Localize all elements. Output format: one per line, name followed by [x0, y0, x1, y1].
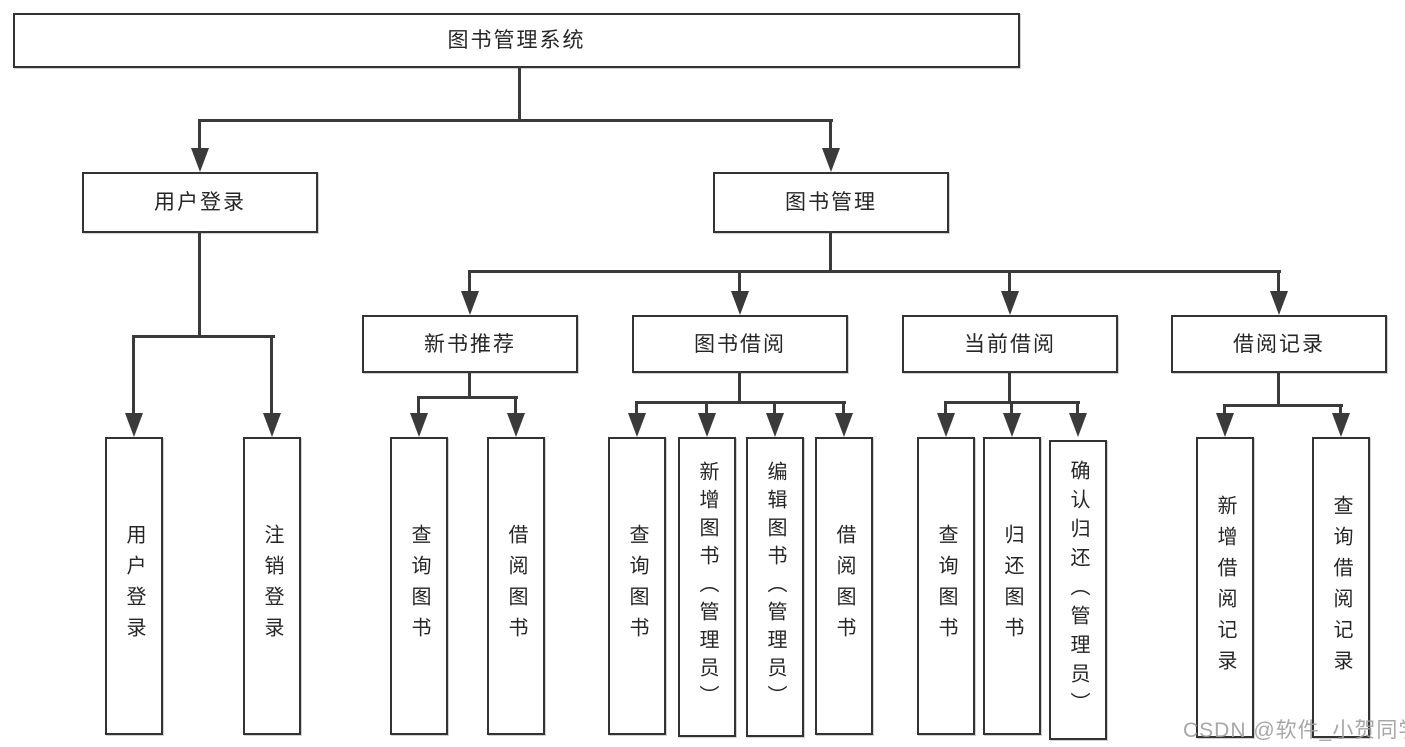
leaf-cb-confirm-return-admin-label: 确认归还（管理员）: [1067, 459, 1089, 721]
leaf-cb-confirm-return-admin: 确认归还（管理员）: [1049, 440, 1107, 740]
node-book-management-label: 图书管理: [785, 191, 877, 214]
connector-book-management-stem: [829, 231, 832, 273]
connector-current-borrow-stem: [1008, 371, 1011, 404]
arrowhead-br-add: [1216, 413, 1234, 437]
connector-drop-book-borrow: [738, 270, 741, 294]
leaf-br-add-record: 新增借阅记录: [1196, 437, 1254, 738]
arrowhead-borrow-records: [1270, 291, 1288, 315]
arrowhead-cb-query: [937, 413, 955, 437]
connector-drop-logout-leaf: [270, 335, 273, 416]
connector-book-borrow-stem: [738, 371, 741, 404]
connector-drop-br-query: [1339, 404, 1342, 416]
leaf-cb-query-books: 查询图书: [917, 437, 975, 735]
leaf-cb-return-books-label: 归还图书: [1001, 524, 1023, 648]
connector-new-book-bar: [417, 396, 518, 399]
node-current-borrow: 当前借阅: [902, 315, 1118, 373]
node-new-book-recommend-label: 新书推荐: [424, 332, 516, 356]
leaf-user-login: 用户登录: [105, 437, 163, 735]
leaf-br-query-record-label: 查询借阅记录: [1330, 494, 1352, 681]
node-user-login-label: 用户登录: [154, 191, 246, 214]
node-root-label: 图书管理系统: [447, 29, 586, 52]
leaf-logout: 注销登录: [243, 437, 301, 735]
leaf-cb-query-books-label: 查询图书: [935, 524, 957, 648]
connector-drop-bb-edit: [773, 401, 776, 416]
arrowhead-bb-add: [698, 413, 716, 437]
connector-drop-bb-query: [635, 401, 638, 416]
connector-borrow-records-bar: [1223, 404, 1343, 407]
connector-drop-cb-confirm: [1076, 401, 1079, 416]
leaf-nb-borrow-books: 借阅图书: [487, 437, 545, 735]
arrowhead-new-book: [461, 291, 479, 315]
connector-drop-nb-borrow: [514, 396, 517, 416]
connector-drop-cb-return: [1010, 401, 1013, 416]
arrowhead-nb-borrow: [507, 413, 525, 437]
arrowhead-cb-return: [1003, 413, 1021, 437]
leaf-logout-label: 注销登录: [261, 524, 283, 648]
arrowhead-bb-borrow: [835, 413, 853, 437]
leaf-cb-return-books: 归还图书: [983, 437, 1041, 735]
arrowhead-current-borrow: [1001, 291, 1019, 315]
arrowhead-login-leaf: [125, 413, 143, 437]
connector-drop-br-add: [1223, 404, 1226, 416]
csdn-watermark: CSDN @软件_小贺同学: [1183, 719, 1405, 742]
arrowhead-user-login: [191, 148, 209, 172]
connector-user-login-stem: [198, 231, 201, 338]
leaf-bb-query-books-label: 查询图书: [626, 524, 648, 648]
connector-drop-bb-borrow: [842, 401, 845, 416]
node-borrow-records-label: 借阅记录: [1233, 332, 1325, 356]
node-borrow-records: 借阅记录: [1171, 315, 1387, 373]
arrowhead-br-query: [1332, 413, 1350, 437]
connector-drop-nb-query: [417, 396, 420, 416]
arrowhead-bb-edit: [766, 413, 784, 437]
connector-drop-login-leaf: [132, 335, 135, 416]
leaf-bb-edit-books-admin: 编辑图书（管理员）: [746, 437, 804, 737]
leaf-bb-add-books-admin: 新增图书（管理员）: [678, 437, 736, 737]
node-book-management: 图书管理: [713, 172, 949, 233]
connector-root-stem: [518, 66, 521, 121]
connector-drop-cb-query: [944, 401, 947, 416]
node-new-book-recommend: 新书推荐: [362, 315, 578, 373]
leaf-nb-query-books-label: 查询图书: [408, 524, 430, 648]
arrowhead-cb-confirm: [1069, 413, 1087, 437]
leaf-user-login-label: 用户登录: [123, 524, 145, 648]
connector-new-book-stem: [468, 371, 471, 399]
leaf-bb-add-books-admin-label: 新增图书（管理员）: [696, 461, 718, 713]
connector-drop-new-book: [468, 270, 471, 294]
node-current-borrow-label: 当前借阅: [964, 332, 1056, 356]
connector-borrow-records-stem: [1277, 371, 1280, 407]
connector-level2-bar: [198, 119, 833, 122]
connector-level3-bar: [468, 270, 1281, 273]
arrowhead-book-borrow: [731, 291, 749, 315]
node-book-borrow: 图书借阅: [632, 315, 848, 373]
arrowhead-bb-query: [628, 413, 646, 437]
node-user-login: 用户登录: [82, 172, 318, 233]
connector-drop-book-management: [829, 119, 832, 151]
connector-book-borrow-bar: [635, 401, 846, 404]
arrowhead-nb-query: [410, 413, 428, 437]
leaf-nb-borrow-books-label: 借阅图书: [505, 524, 527, 648]
arrowhead-book-management: [822, 148, 840, 172]
leaf-br-add-record-label: 新增借阅记录: [1214, 494, 1236, 681]
connector-drop-current-borrow: [1008, 270, 1011, 294]
leaf-bb-borrow-books-label: 借阅图书: [833, 524, 855, 648]
node-book-borrow-label: 图书借阅: [694, 332, 786, 356]
node-root: 图书管理系统: [13, 13, 1020, 68]
leaf-nb-query-books: 查询图书: [390, 437, 448, 735]
leaf-br-query-record: 查询借阅记录: [1312, 437, 1370, 738]
leaf-bb-query-books: 查询图书: [608, 437, 666, 735]
connector-drop-bb-add: [705, 401, 708, 416]
connector-user-login-bar: [132, 335, 275, 338]
leaf-bb-edit-books-admin-label: 编辑图书（管理员）: [764, 461, 786, 713]
connector-drop-borrow-records: [1277, 270, 1280, 294]
arrowhead-logout-leaf: [263, 413, 281, 437]
leaf-bb-borrow-books: 借阅图书: [815, 437, 873, 735]
connector-drop-user-login: [198, 119, 201, 151]
